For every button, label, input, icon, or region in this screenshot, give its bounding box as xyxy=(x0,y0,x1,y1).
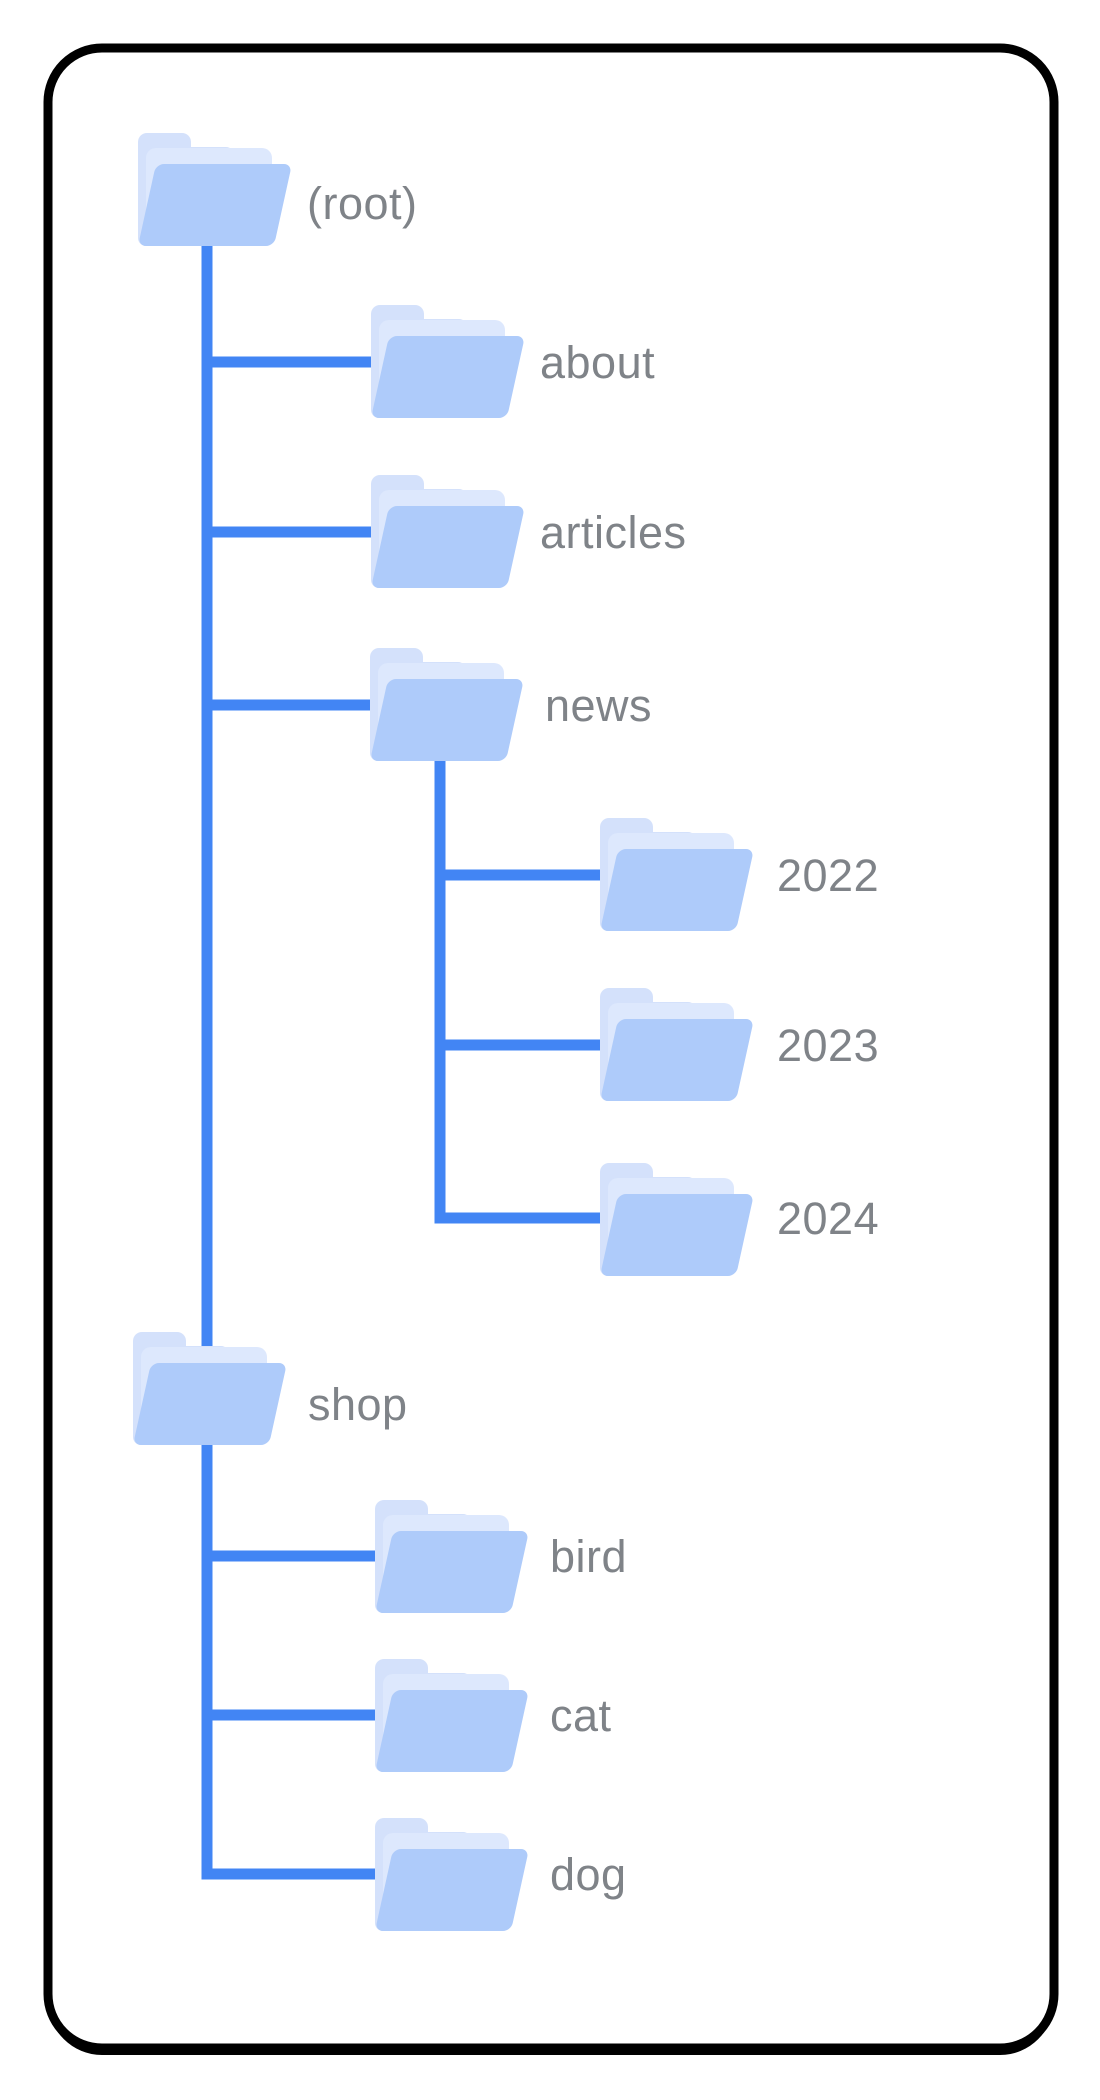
labels: (root) about articles news 2022 2023 202… xyxy=(307,178,879,1900)
label-bird: bird xyxy=(550,1531,627,1582)
connector-news-trunk-2024 xyxy=(434,752,608,1224)
label-2022: 2022 xyxy=(777,850,879,901)
label-about: about xyxy=(540,337,655,388)
label-news: news xyxy=(545,680,652,731)
card-border xyxy=(43,43,1059,2053)
label-cat: cat xyxy=(550,1690,612,1741)
label-articles: articles xyxy=(540,507,687,558)
label-2023: 2023 xyxy=(777,1020,879,1071)
label-dog: dog xyxy=(550,1849,627,1900)
label-shop: shop xyxy=(308,1379,408,1430)
connectors xyxy=(201,238,608,1880)
label-root: (root) xyxy=(307,178,418,229)
label-2024: 2024 xyxy=(777,1193,879,1244)
connector-shop-trunk-dog xyxy=(201,1438,384,1880)
